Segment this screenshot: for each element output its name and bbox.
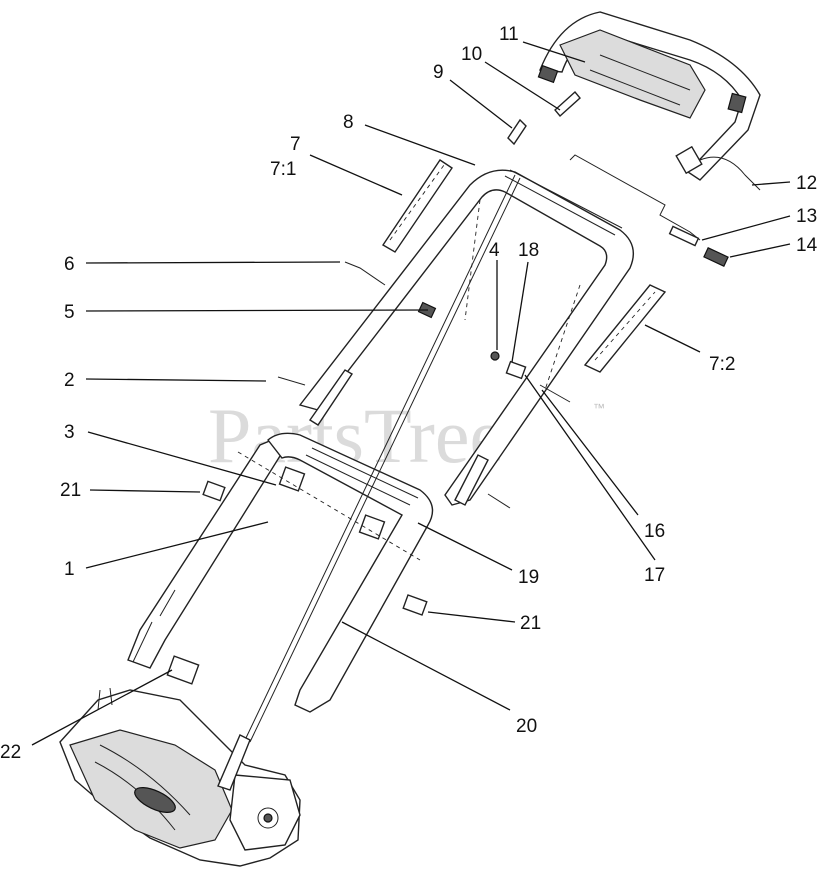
callout-7: 7 bbox=[290, 134, 301, 155]
callout-22: 22 bbox=[0, 742, 21, 763]
callout-18: 18 bbox=[518, 240, 539, 261]
callout-7-1: 7:1 bbox=[270, 159, 296, 180]
callout-16: 16 bbox=[644, 521, 665, 542]
callout-11: 11 bbox=[499, 24, 519, 45]
callout-1: 1 bbox=[64, 559, 75, 580]
callout-20: 20 bbox=[516, 716, 537, 737]
leader-lines bbox=[31, 41, 791, 746]
callout-17: 17 bbox=[644, 565, 665, 586]
mower-deck bbox=[59, 687, 301, 867]
callout-19: 19 bbox=[518, 567, 539, 588]
watermark-trademark: ™ bbox=[593, 401, 605, 415]
cable-guide-7-1 bbox=[382, 159, 453, 253]
callout-4: 4 bbox=[489, 240, 500, 261]
callout-5: 5 bbox=[64, 302, 75, 323]
control-cable bbox=[217, 154, 761, 791]
callout-2: 2 bbox=[64, 370, 75, 391]
lower-handle bbox=[127, 432, 434, 713]
callout-8: 8 bbox=[343, 112, 354, 133]
callout-13: 13 bbox=[796, 206, 817, 227]
callout-14: 14 bbox=[796, 235, 818, 256]
callout-labels: 1 2 3 4 5 6 7 7:1 7:2 8 9 10 11 12 13 14… bbox=[0, 24, 818, 763]
callout-10: 10 bbox=[461, 44, 482, 65]
callout-12: 12 bbox=[796, 173, 817, 194]
callout-21-right: 21 bbox=[520, 613, 541, 634]
callout-7-2: 7:2 bbox=[709, 354, 735, 375]
bail-handle bbox=[537, 11, 761, 181]
callout-9: 9 bbox=[433, 62, 444, 83]
callout-3: 3 bbox=[64, 422, 75, 443]
callout-21-left: 21 bbox=[60, 480, 81, 501]
callout-6: 6 bbox=[64, 254, 75, 275]
upper-handle bbox=[298, 169, 634, 506]
hardware bbox=[166, 90, 581, 685]
cable-guide-7-2 bbox=[583, 284, 667, 373]
